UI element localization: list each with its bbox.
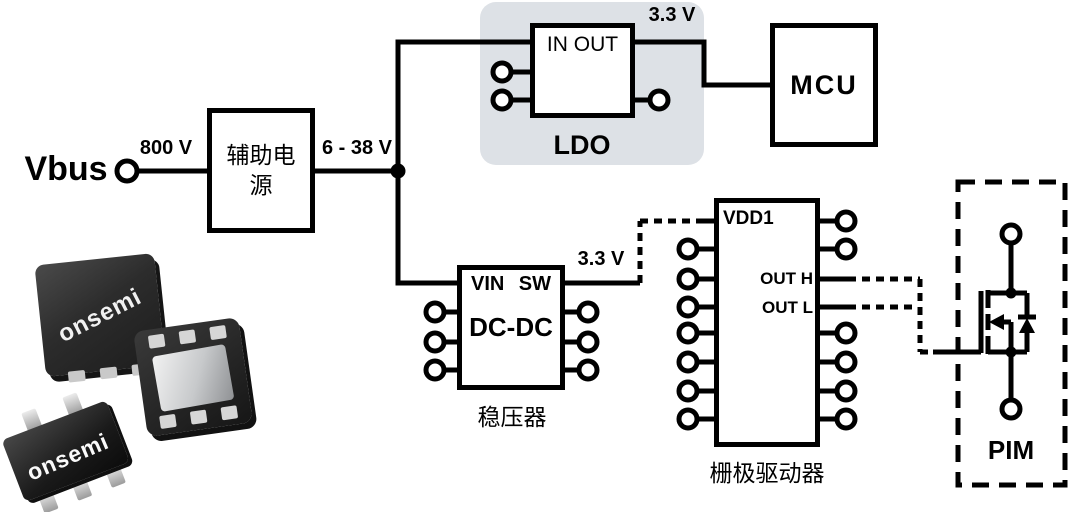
aux-supply-label-line1: 辅助电 (226, 141, 296, 168)
driver-pin-icon (676, 321, 700, 345)
chip-pad (189, 409, 208, 425)
driver-pin-icon (834, 321, 858, 345)
pim-terminal-icon (999, 397, 1023, 421)
dcdc-vin-pin-label: VIN (471, 273, 505, 295)
driver-pin-icon (676, 379, 700, 403)
gate-driver-caption: 栅极驱动器 (709, 460, 825, 486)
driver-pin-icon (834, 209, 858, 233)
chip-pad (159, 413, 177, 429)
aux-output-voltage-label: 6 - 38 V (321, 137, 393, 159)
ldo-block: IN OUT (530, 23, 635, 118)
regulator-caption: 稳压器 (477, 404, 547, 430)
chip-pad (67, 369, 86, 383)
chip-pad (209, 325, 227, 341)
mcu-label: MCU (790, 69, 858, 100)
dcdc-pin-icon (576, 330, 600, 354)
pim-dashed-border (955, 179, 1068, 488)
ldo-branch-wires (395, 39, 770, 171)
chip-pad (220, 405, 239, 421)
vbus-label: Vbus (24, 150, 108, 188)
gate-driver-pins (676, 209, 858, 431)
dcdc-output-voltage-label: 3.3 V (577, 248, 625, 270)
driver-pin-icon (834, 237, 858, 261)
dcdc-pin-icon (423, 330, 447, 354)
drain-node-dot (1005, 287, 1017, 299)
aux-supply-label-line2: 源 (249, 171, 273, 198)
driver-pin-icon (834, 407, 858, 431)
dcdc-title-label: DC-DC (469, 312, 553, 342)
dcdc-to-driver-dashed-wire (637, 218, 698, 283)
gate-driver-block: VDD1 OUT H OUT L (714, 198, 820, 447)
vbus-input-wire (114, 158, 398, 184)
ldo-pin-icon (490, 88, 514, 112)
dcdc-pin-icon (576, 300, 600, 324)
driver-vdd1-pin-label: VDD1 (723, 208, 774, 229)
driver-pin-icon (676, 350, 700, 374)
driver-out-l-pin-label: OUT L (762, 298, 813, 317)
dcdc-pin-icon (423, 358, 447, 382)
dcdc-block: VIN SW DC-DC (457, 265, 565, 390)
mosfet-symbol (978, 222, 1036, 421)
source-node-dot (1005, 346, 1017, 358)
dcdc-branch-wires (395, 171, 640, 382)
vbus-voltage-label: 800 V (139, 137, 193, 159)
mcu-block: MCU (770, 23, 878, 147)
pim-terminal-icon (999, 222, 1023, 246)
driver-pin-icon (834, 350, 858, 374)
driver-pin-icon (676, 407, 700, 431)
driver-pin-icon (676, 237, 700, 261)
dcdc-sw-pin-label: SW (518, 273, 551, 295)
driver-pin-icon (676, 295, 700, 319)
chip-pad (147, 333, 166, 349)
chip-photo-dfn-bottom (133, 317, 253, 437)
ldo-pin-icon (490, 60, 514, 84)
onsemi-logo: onsemi (23, 428, 113, 486)
pim-caption: PIM (987, 435, 1035, 465)
ldo-pin-icon (647, 88, 671, 112)
dcdc-pin-icon (423, 300, 447, 324)
dcdc-pin-icon (576, 358, 600, 382)
vbus-terminal-icon (114, 158, 140, 184)
ldo-caption: LDO (553, 130, 611, 160)
ldo-output-voltage-label: 3.3 V (648, 4, 696, 26)
driver-out-h-pin-label: OUT H (760, 269, 813, 288)
driver-pin-icon (834, 379, 858, 403)
dcdc-pin-row: VIN SW (462, 270, 560, 296)
driver-pin-icon (676, 267, 700, 291)
ldo-pins-label: IN OUT (546, 33, 619, 56)
chip-pad (178, 329, 197, 345)
aux-supply-block: 辅助电 源 (207, 108, 315, 233)
